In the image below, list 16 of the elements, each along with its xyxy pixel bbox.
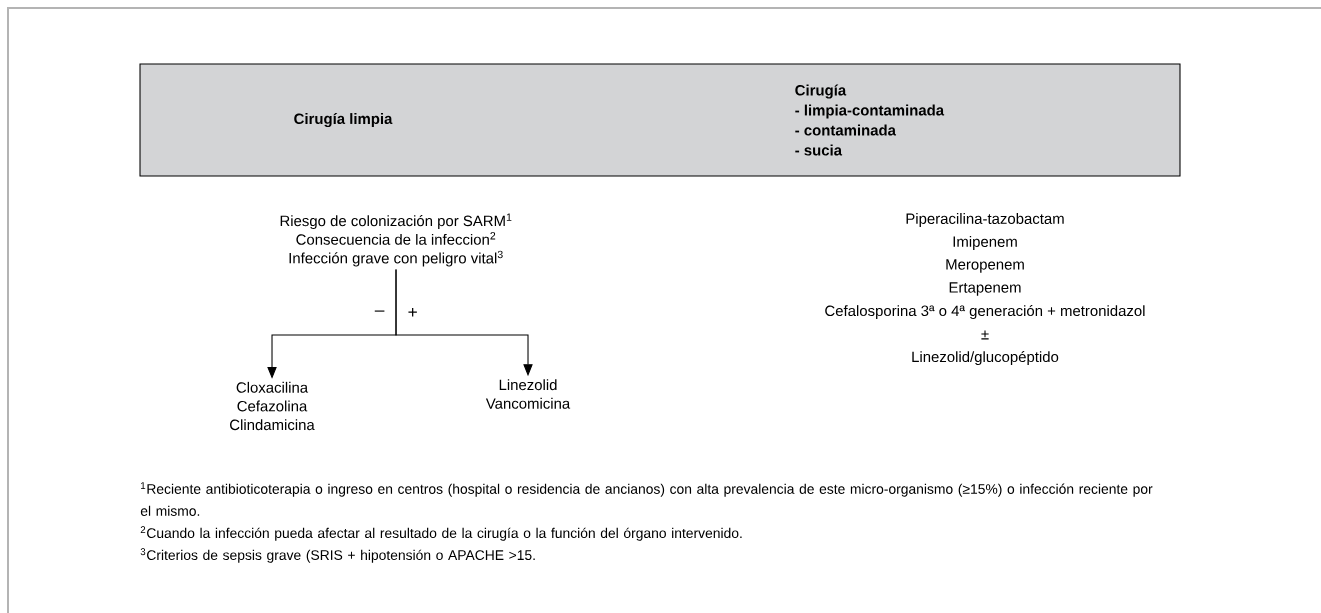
footnote: $^{3}$Criterios de sepsis grave (SRIS + hipotensión o APACHE >15.: [140, 548, 535, 563]
drug-name: Linezolid/glucopéptido: [912, 350, 1059, 366]
drug-name: Piperacilina-tazobactam: [906, 213, 1064, 227]
header-band: Cirugía limpia Cirugía - limpia-contaminada - contaminada - sucia: [139, 63, 1181, 177]
edge-label: –: [373, 309, 386, 317]
footnote: $^{2}$Cuando la infección pueda afectar al resultado de la cirugía o la función del órgano intervenido.: [140, 526, 742, 541]
drug-name: Cefalosporina 3ª o 4ª generación + metronidazol: [825, 304, 1145, 320]
drug-list: Cloxacilina Cefazolina Clindamicina: [230, 381, 315, 431]
drug-list: Linezolid Vancomicina: [485, 379, 571, 409]
drug-name: Meropenem: [946, 259, 1024, 273]
footnote: $^{1}$Reciente antibioticoterapia o ingreso en centros (hospital o residencia de ancianos) con alta prevalencia de este micro-organismo (≥15%) o infección reciente por el mismo.: [140, 482, 1153, 516]
drug-name: Ertapenem: [949, 282, 1021, 296]
drug-name: ±: [981, 330, 989, 340]
drug-list: Riesgo de colonización por SARM$^{1}$ Consecuencia de la infeccion$^{2}$ Infección grave con peligro vital$^{3}$: [280, 213, 512, 267]
edge-label: +: [406, 306, 420, 320]
drug-name: Imipenem: [953, 236, 1017, 250]
